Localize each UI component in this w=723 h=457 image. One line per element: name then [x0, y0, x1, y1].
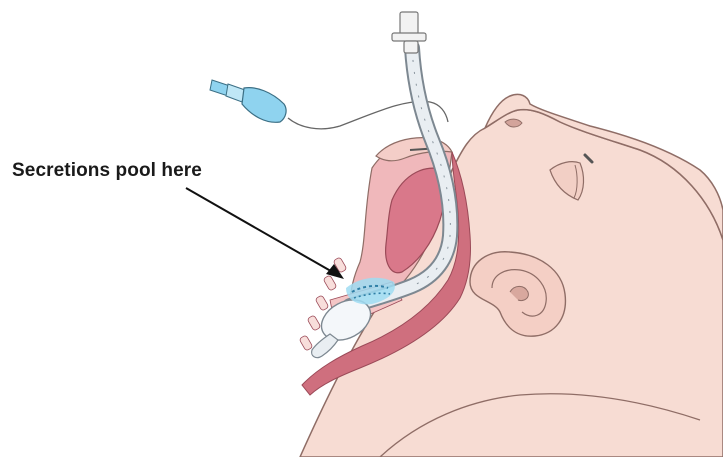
tube-connector [392, 12, 426, 53]
pilot-balloon [210, 80, 286, 122]
secretions-callout-label: Secretions pool here [12, 160, 202, 182]
tube-tip [312, 334, 338, 358]
callout-arrow-line [186, 188, 336, 274]
